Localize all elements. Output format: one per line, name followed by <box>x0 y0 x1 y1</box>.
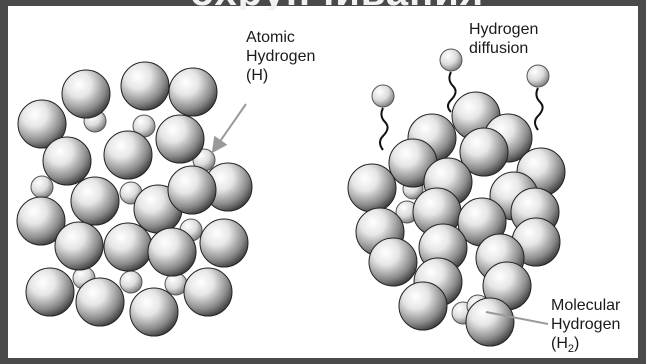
metal-atom <box>54 221 104 271</box>
metal-atom <box>25 267 75 317</box>
diffusion-trail <box>379 107 389 151</box>
metal-atom <box>120 61 170 111</box>
molecular-label-line1: Molecular <box>551 297 621 314</box>
metal-atom <box>42 136 92 186</box>
metal-atom <box>347 163 397 213</box>
metal-atom <box>103 130 153 180</box>
metal-atom <box>70 176 120 226</box>
atomic-label-line1: Atomic <box>246 29 295 46</box>
metal-atom <box>168 67 218 117</box>
molecular-hydrogen-pointer <box>485 311 549 325</box>
metal-atom <box>167 165 217 215</box>
molecular-formula-subscript: 2 <box>567 343 575 356</box>
hydrogen-atom <box>526 64 550 88</box>
metal-atom <box>199 218 249 268</box>
diffusion-label-line2: diffusion <box>469 40 529 57</box>
right-cluster-metal-atoms <box>347 91 566 347</box>
molecular-formula-suffix: ) <box>574 335 580 352</box>
molecular-label-line3: (H2) <box>551 334 620 359</box>
hydrogen-atom <box>439 48 463 72</box>
hydrogen-diffusion-label: Hydrogen diffusion <box>469 20 538 58</box>
diffusion-label-line1: Hydrogen <box>469 21 539 38</box>
molecular-hydrogen-label: Molecular Hydrogen (H2) <box>551 296 620 359</box>
diffusion-trail <box>447 71 457 113</box>
metal-atom <box>75 277 125 327</box>
metal-atom <box>183 267 233 317</box>
metal-atom <box>16 196 66 246</box>
molecular-label-line2: Hydrogen <box>551 316 621 333</box>
atomic-hydrogen-label: Atomic Hydrogen (H) <box>246 28 315 85</box>
metal-atom <box>61 69 111 119</box>
metal-atom <box>368 237 418 287</box>
hydrogen-atom <box>119 270 143 294</box>
metal-atom <box>465 297 515 347</box>
hydrogen-atom <box>30 175 54 199</box>
left-lattice-metal-atoms <box>16 61 253 337</box>
metal-atom <box>398 281 448 331</box>
slide-title: охрупчивания <box>190 0 484 10</box>
metal-atom <box>17 99 67 149</box>
metal-atom <box>147 227 197 277</box>
diffusion-trail <box>534 87 544 131</box>
metal-atom <box>103 222 153 272</box>
diffusing-hydrogen <box>371 48 550 151</box>
atomic-label-line3: (H) <box>246 67 269 84</box>
metal-atom <box>155 114 205 164</box>
molecular-formula-prefix: (H <box>551 335 568 352</box>
atomic-label-line2: Hydrogen <box>246 48 316 65</box>
atomic-hydrogen-pointer <box>211 103 247 154</box>
hydrogen-atom <box>371 84 395 108</box>
metal-atom <box>459 127 509 177</box>
metal-atom <box>129 287 179 337</box>
title-strip: охрупчивания <box>0 0 646 10</box>
